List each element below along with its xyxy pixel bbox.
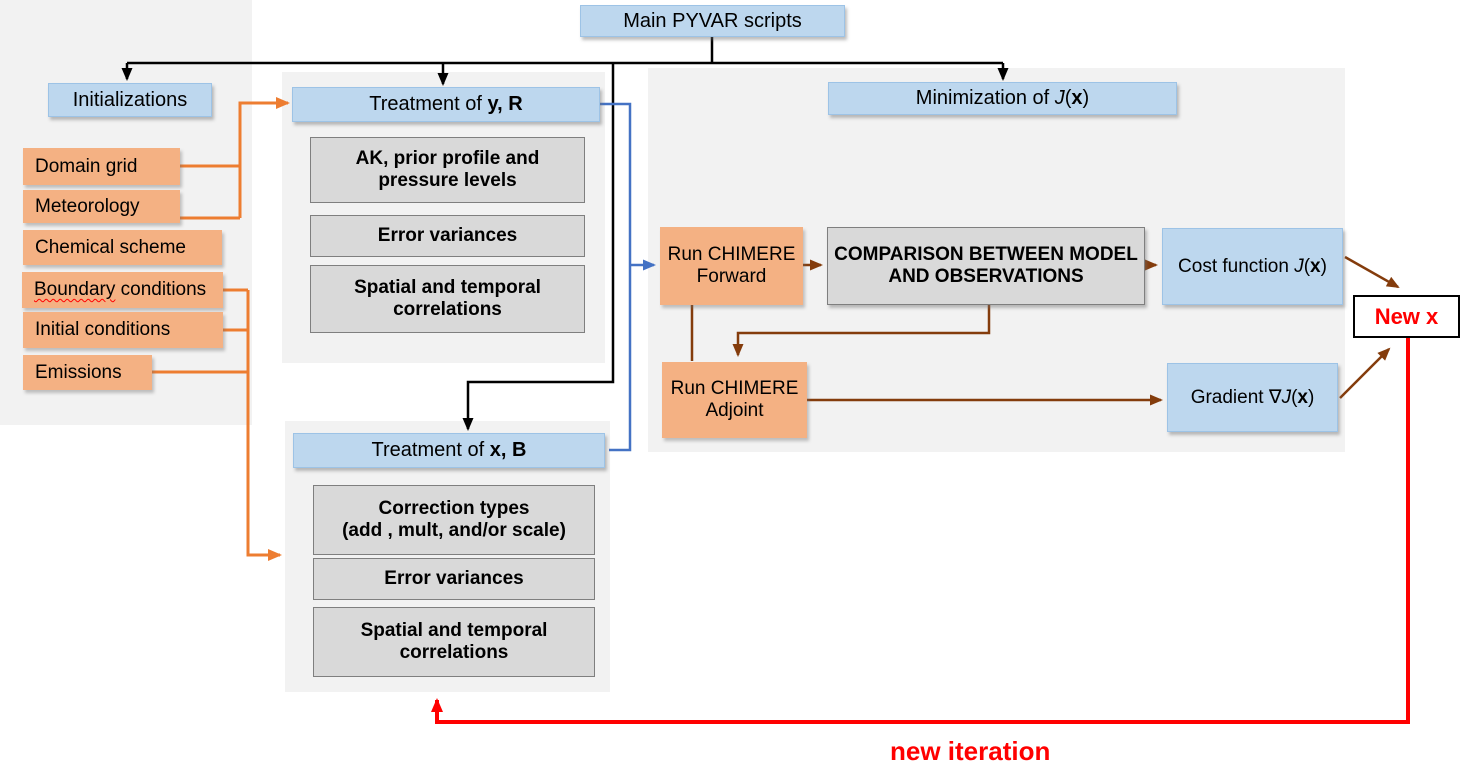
- boundary-conditions-label: Boundary conditions: [34, 279, 206, 301]
- initial-conditions-label: Initial conditions: [35, 319, 171, 341]
- treatment-yr-prefix: Treatment of: [369, 93, 488, 115]
- gradient-j: J: [1281, 386, 1292, 408]
- main-pyvar-scripts-box: Main PYVAR scripts: [580, 5, 845, 37]
- spatial-temporal-xb-box: Spatial and temporal correlations: [313, 607, 595, 677]
- nabla-symbol: ∇: [1268, 386, 1282, 408]
- treatment-xb-label: Treatment of x, B: [372, 439, 527, 462]
- chemical-scheme-label: Chemical scheme: [35, 236, 186, 258]
- initializations-header-box: Initializations: [48, 83, 212, 117]
- minimization-prefix: Minimization of: [915, 87, 1055, 109]
- cost-function-label: Cost function J(x): [1178, 256, 1327, 278]
- gradient-prefix: Gradient: [1190, 386, 1269, 408]
- error-variances-yr-label: Error variances: [377, 225, 518, 247]
- error-variances-yr-box: Error variances: [310, 215, 585, 257]
- emissions-box: Emissions: [23, 355, 152, 390]
- run-chimere-forward-box: Run CHIMERE Forward: [660, 227, 803, 305]
- gradient-box: Gradient ∇J(x): [1167, 363, 1338, 432]
- conditions-word: conditions: [115, 279, 207, 301]
- correction-types-label: Correction types (add , mult, and/or sca…: [342, 498, 566, 541]
- cost-function-box: Cost function J(x): [1162, 228, 1343, 305]
- spatial-temporal-xb-label: Spatial and temporal correlations: [360, 620, 548, 663]
- meteorology-box: Meteorology: [23, 190, 180, 223]
- treatment-xb-prefix: Treatment of: [371, 439, 490, 461]
- gradient-label: Gradient ∇J(x): [1191, 387, 1315, 409]
- run-chimere-adjoint-label: Run CHIMERE Adjoint: [670, 378, 799, 421]
- cost-function-paren-close: ): [1320, 255, 1327, 277]
- initializations-label: Initializations: [72, 88, 188, 111]
- ak-prior-profile-label: AK, prior profile and pressure levels: [355, 148, 540, 191]
- correction-types-box: Correction types (add , mult, and/or sca…: [313, 485, 595, 555]
- new-iteration-label: new iteration: [890, 736, 1051, 765]
- blue-connectors: [600, 102, 656, 452]
- domain-grid-label: Domain grid: [35, 155, 138, 177]
- main-pyvar-scripts-label: Main PYVAR scripts: [623, 9, 802, 32]
- minimization-label: Minimization of J(x): [916, 87, 1089, 110]
- cost-function-j: J: [1294, 255, 1304, 277]
- cost-function-paren-open: (: [1303, 255, 1311, 277]
- new-x-box: New x: [1353, 295, 1460, 338]
- error-variances-xb-box: Error variances: [313, 558, 595, 600]
- new-x-label: New x: [1375, 304, 1439, 329]
- run-chimere-forward-label: Run CHIMERE Forward: [667, 244, 796, 287]
- spatial-temporal-yr-box: Spatial and temporal correlations: [310, 265, 585, 333]
- spatial-temporal-yr-label: Spatial and temporal correlations: [354, 277, 541, 320]
- comparison-box: COMPARISON BETWEEN MODEL AND OBSERVATION…: [827, 227, 1145, 305]
- domain-grid-box: Domain grid: [23, 148, 180, 185]
- minimization-j: J: [1054, 87, 1065, 109]
- minimization-paren-close: ): [1082, 87, 1090, 109]
- emissions-label: Emissions: [35, 361, 122, 383]
- cost-function-prefix: Cost function: [1178, 255, 1295, 277]
- gradient-x: x: [1297, 386, 1308, 408]
- minimization-paren-open: (: [1064, 87, 1072, 109]
- treatment-yr-header-box: Treatment of y, R: [292, 87, 600, 122]
- run-chimere-adjoint-box: Run CHIMERE Adjoint: [662, 362, 807, 438]
- ak-prior-profile-box: AK, prior profile and pressure levels: [310, 137, 585, 203]
- boundary-word: Boundary: [34, 279, 116, 301]
- boundary-conditions-box: Boundary conditions: [22, 272, 223, 308]
- new-x-bold: x: [1426, 303, 1439, 329]
- minimization-x: x: [1071, 87, 1083, 109]
- treatment-xb-bold: x, B: [489, 439, 527, 461]
- new-x-prefix: New: [1374, 303, 1427, 329]
- treatment-yr-bold: y, R: [487, 93, 523, 115]
- treatment-yr-label: Treatment of y, R: [369, 93, 522, 116]
- error-variances-xb-label: Error variances: [384, 568, 524, 590]
- minimization-header-box: Minimization of J(x): [828, 82, 1177, 115]
- cost-function-x: x: [1310, 255, 1321, 277]
- meteorology-label: Meteorology: [35, 195, 140, 217]
- comparison-label: COMPARISON BETWEEN MODEL AND OBSERVATION…: [834, 244, 1138, 287]
- gradient-paren-close: ): [1307, 386, 1315, 408]
- treatment-xb-header-box: Treatment of x, B: [293, 433, 605, 468]
- initial-conditions-box: Initial conditions: [23, 312, 223, 348]
- chemical-scheme-box: Chemical scheme: [23, 230, 222, 265]
